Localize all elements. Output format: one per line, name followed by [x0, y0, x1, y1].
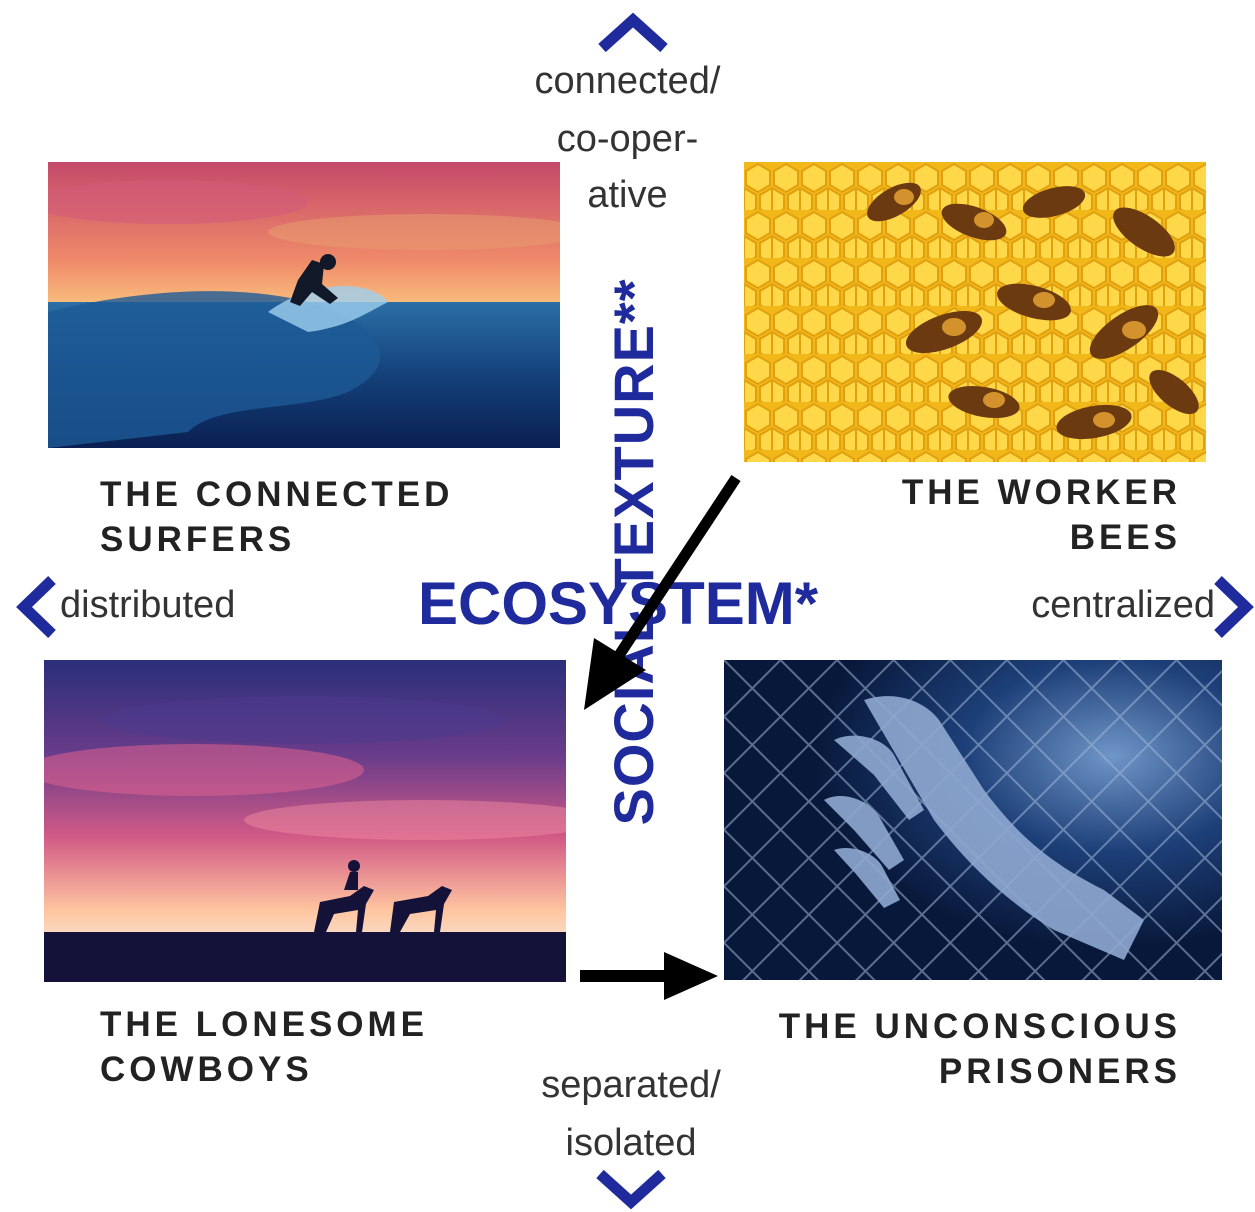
chevron-right-icon [1210, 574, 1255, 640]
right-arrow-icon [580, 952, 718, 1000]
prisoners-photo [724, 660, 1222, 980]
axis-top-line-3: ative [587, 174, 668, 216]
quadrant-surfers-line-1: THE CONNECTED [100, 475, 454, 514]
axis-right-label: centralized [1031, 584, 1215, 626]
axis-top-line-2: co-oper- [556, 118, 699, 160]
quadrant-bees-line-1: THE WORKER [901, 473, 1181, 512]
axis-bottom-line-2: isolated [565, 1122, 697, 1164]
quadrant-surfers-line-2: SURFERS [100, 520, 296, 559]
quadrant-prisoners-label: THE UNCONSCIOUS PRISONERS [661, 1004, 1181, 1094]
ecosystem-label: ECOSYSTEM* [418, 570, 819, 637]
quadrant-cowboys-line-2: COWBOYS [100, 1050, 313, 1089]
chevron-down-icon [594, 1168, 668, 1210]
axis-top-line-1: connected/ [534, 60, 721, 102]
quadrant-cowboys-line-1: THE LONESOME [100, 1005, 429, 1044]
quadrant-prisoners-line-1: THE UNCONSCIOUS [778, 1007, 1181, 1046]
quadrant-bees-line-2: BEES [1069, 518, 1181, 557]
axis-bottom-line-1: separated/ [541, 1064, 721, 1106]
quadrant-prisoners-line-2: PRISONERS [938, 1052, 1181, 1091]
cowboys-photo [44, 660, 566, 982]
surfer-photo [48, 162, 560, 448]
quadrant-cowboys-label: THE LONESOME COWBOYS [100, 1002, 428, 1092]
bees-photo [744, 162, 1206, 462]
diagonal-arrow-icon [584, 474, 741, 710]
quadrant-surfers-label: THE CONNECTED SURFERS [100, 472, 453, 562]
quadrant-bees-label: THE WORKER BEES [761, 470, 1181, 560]
axis-left-label: distributed [60, 584, 236, 626]
chevron-up-icon [596, 10, 670, 54]
chevron-left-icon [12, 574, 60, 640]
